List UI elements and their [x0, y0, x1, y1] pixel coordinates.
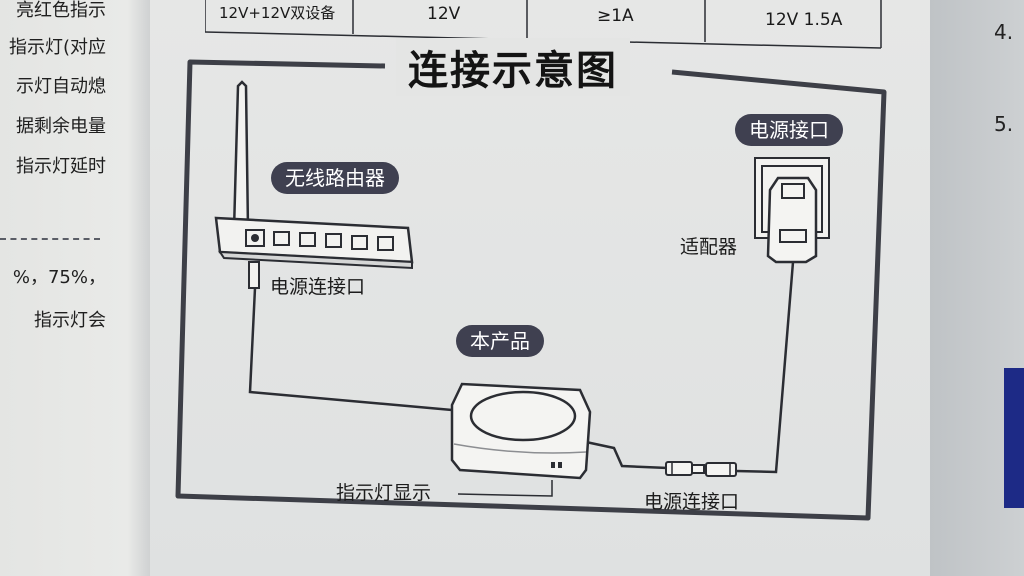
- table-cell-current: ≥1A: [597, 6, 634, 26]
- indicator-leader: [457, 480, 553, 497]
- left-page-text: 亮红色指示 指示灯(对应 示灯自动熄 据剩余电量 指示灯延时 %，75%， 指示…: [0, 0, 150, 576]
- right-item-4: 4.: [994, 20, 1014, 44]
- dashed-divider: [0, 238, 100, 240]
- left-line-6: %，75%，: [12, 267, 106, 288]
- product-power-label: 电源连接口: [644, 491, 740, 513]
- left-line-3: 示灯自动熄: [16, 76, 106, 97]
- left-line-4: 据剩余电量: [16, 116, 106, 137]
- router-cable: [248, 287, 453, 412]
- diagram-frame: [175, 59, 887, 521]
- product-illustration: [450, 382, 592, 480]
- left-page: 亮红色指示 指示灯(对应 示灯自动熄 据剩余电量 指示灯延时 %，75%， 指示…: [0, 0, 150, 576]
- main-page: [150, 0, 930, 576]
- adapter-cable: [735, 261, 795, 474]
- product-cable: [585, 440, 669, 470]
- right-item-5: 5.: [994, 112, 1014, 136]
- router-power-label: 电源连接口: [270, 276, 366, 298]
- router-antenna: [232, 80, 250, 232]
- router-label: 无线路由器: [271, 162, 399, 194]
- left-line-7: 指示灯会: [34, 310, 106, 331]
- left-line-5: 指示灯延时: [16, 156, 106, 177]
- router-illustration: [214, 80, 414, 289]
- product-label: 本产品: [456, 325, 544, 357]
- diagram-title: 连接示意图: [396, 38, 630, 96]
- adapter-illustration: [754, 157, 830, 264]
- router-plug: [248, 261, 260, 289]
- table-cell-voltage: 12V: [427, 4, 461, 24]
- blue-block: [1004, 368, 1024, 508]
- left-line-1: 亮红色指示: [16, 0, 106, 21]
- table-cell-device: 12V+12V双设备: [219, 4, 336, 22]
- adapter-label: 适配器: [680, 236, 738, 258]
- indicator-label: 指示灯显示: [336, 482, 432, 504]
- cable-connector: [665, 461, 737, 477]
- left-line-2: 指示灯(对应: [8, 37, 106, 58]
- power-port-label: 电源接口: [735, 114, 843, 146]
- table-cell-adapter: 12V 1.5A: [765, 10, 843, 30]
- spec-table: 12V+12V双设备 12V ≥1A 12V 1.5A: [204, 0, 885, 50]
